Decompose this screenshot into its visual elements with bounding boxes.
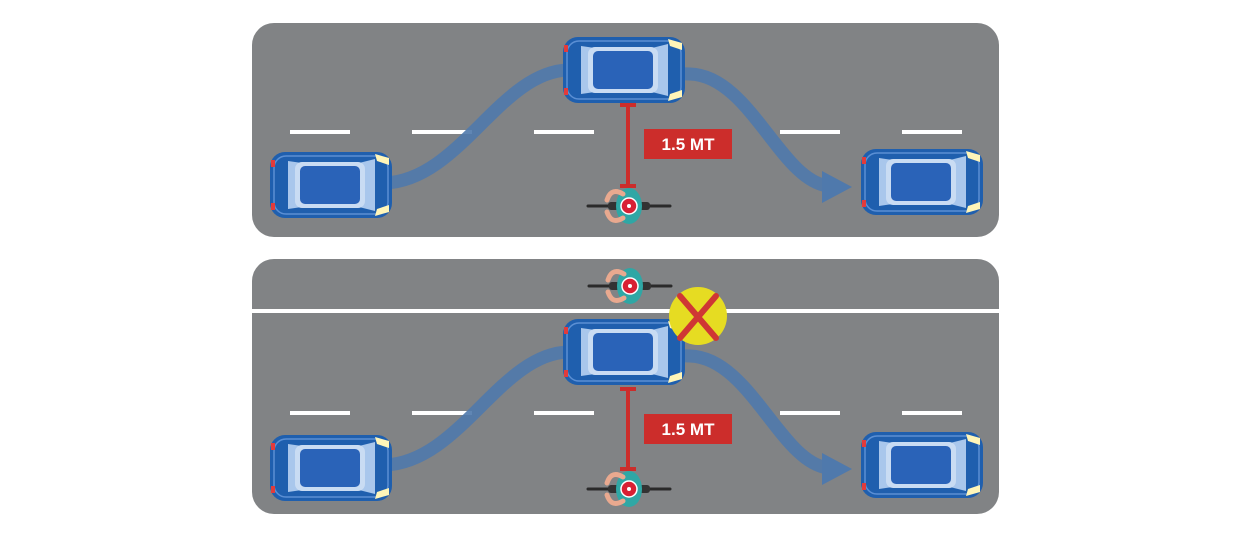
- car-icon: [562, 318, 686, 386]
- distance-label-box: [644, 129, 732, 159]
- cross-icon: [677, 293, 719, 341]
- arrow-icon: [822, 453, 852, 485]
- scenario-top: 1.5 MT: [252, 23, 999, 237]
- lane-markings: [290, 130, 962, 134]
- lane-markings: [290, 411, 962, 415]
- arrow-icon: [822, 171, 852, 203]
- car-icon: [562, 36, 686, 104]
- car-icon: [269, 434, 393, 502]
- bike-lane-line: [252, 309, 999, 313]
- distance-marker: [620, 387, 636, 471]
- scenario-bottom: 1.5 MT: [252, 259, 999, 514]
- distance-label: 1.5 MT: [662, 135, 716, 154]
- car-icon: [269, 151, 393, 219]
- distance-label-box: [644, 414, 732, 444]
- car-icon: [860, 148, 984, 216]
- distance-label: 1.5 MT: [662, 420, 716, 439]
- forbidden-marker: [669, 287, 727, 345]
- distance-marker: [620, 103, 636, 188]
- car-icon: [860, 431, 984, 499]
